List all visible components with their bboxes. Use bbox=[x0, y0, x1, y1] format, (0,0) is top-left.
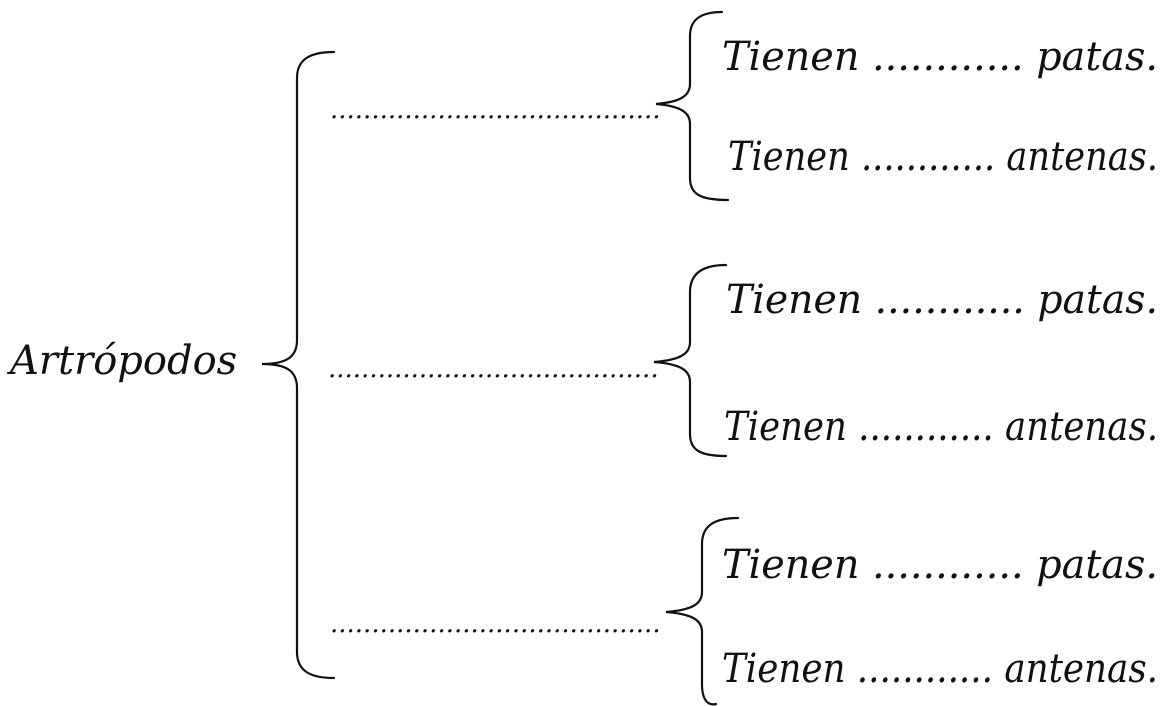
group-1-brace bbox=[655, 10, 730, 202]
main-brace bbox=[261, 50, 336, 680]
group-2-blank: ........................................ bbox=[328, 354, 659, 384]
group-1-line-2: Tienen ............ antenas. bbox=[728, 134, 1158, 180]
group-3-blank: ........................................ bbox=[330, 609, 661, 639]
group-1-line-1: Tienen ............ patas. bbox=[722, 34, 1158, 80]
group-3-line-2: Tienen ............ antenas. bbox=[722, 646, 1158, 692]
group-2-line-1: Tienen ............ patas. bbox=[726, 277, 1158, 323]
group-3-line-1: Tienen ............ patas. bbox=[722, 542, 1158, 588]
group-1: ........................................… bbox=[330, 10, 1158, 202]
group-1-blank: ........................................ bbox=[330, 95, 661, 125]
group-2: ........................................… bbox=[328, 263, 1158, 458]
group-3: ........................................… bbox=[330, 516, 1158, 706]
group-3-brace bbox=[665, 516, 740, 706]
group-2-brace bbox=[653, 263, 728, 458]
root-label: Artrópodos bbox=[6, 338, 237, 384]
group-2-line-2: Tienen ............ antenas. bbox=[724, 404, 1158, 450]
